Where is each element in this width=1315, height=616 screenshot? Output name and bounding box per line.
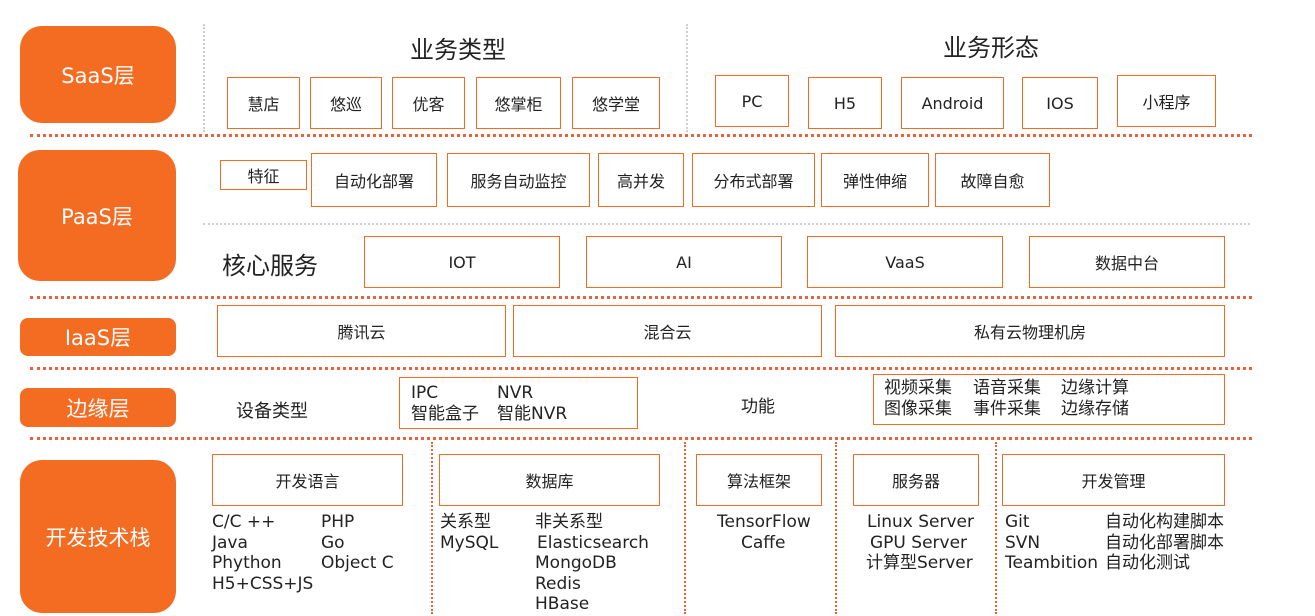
layer-iaas: IaaS层 [20,318,176,356]
layer-paas-label: PaaS层 [61,204,133,229]
feature-box: 故障自愈 [935,153,1050,207]
devmgmt-item: 自动化构建脚本 [1105,512,1224,532]
devmgmt-item: SVN [1005,533,1041,553]
business-form-box: IOS [1022,77,1098,129]
separator-edge-dev [30,437,1252,440]
database-item: Redis [535,574,581,594]
device-list-box: IPC NVR 智能盒子 智能NVR [399,377,638,429]
features-label: 特征 [220,160,307,190]
devmgmt-item: Teambition [1005,553,1099,573]
feature-box: 服务自动监控 [447,153,590,207]
dev-server-title: 服务器 [853,454,979,506]
business-form-box: H5 [808,77,882,129]
business-type-box: 优客 [392,77,465,129]
business-type-box: 悠掌柜 [476,77,561,129]
language-item: Phython [212,553,282,573]
core-service-box: IOT [364,236,560,288]
divider-dev-3 [835,442,837,614]
divider-dev-1 [431,442,433,614]
devmgmt-item: 自动化部署脚本 [1105,533,1224,553]
divider-paas-row [203,223,1250,225]
layer-dev-label: 开发技术栈 [45,525,151,550]
dev-management-title: 开发管理 [1002,454,1225,506]
separator-iaas-edge [30,367,1252,370]
core-service-box: AI [586,236,782,288]
core-service-box: 数据中台 [1029,236,1225,288]
core-services-label: 核心服务 [222,252,318,280]
database-item: 非关系型 [535,512,603,532]
business-type-box: 悠学堂 [572,77,660,129]
business-form-box: Android [901,77,1004,129]
feature-box: 高并发 [598,153,684,207]
function-list-box: 视频采集 语音采集 边缘计算 图像采集 事件采集 边缘存储 [873,374,1225,425]
layer-edge-label: 边缘层 [66,396,130,421]
business-forms-title: 业务形态 [943,34,1039,62]
feature-box: 弹性伸缩 [821,153,929,207]
database-item: 关系型 [440,512,491,532]
layer-saas-label: SaaS层 [61,63,135,88]
dev-database-title: 数据库 [439,454,660,506]
dev-languages-title: 开发语言 [212,454,403,506]
server-item: 计算型Server [866,553,973,573]
language-item: C/C ++ [212,512,276,532]
layer-iaas-label: IaaS层 [64,326,132,350]
database-item: MongoDB [535,553,617,573]
algorithm-item: TensorFlow [717,512,811,532]
server-item: Linux Server [867,512,974,532]
separator-paas-iaas [30,296,1252,299]
feature-box: 自动化部署 [311,153,437,207]
device-type-label: 设备类型 [236,401,308,422]
database-item: HBase [535,594,590,614]
devmgmt-item: 自动化测试 [1105,553,1190,573]
feature-box: 分布式部署 [692,153,815,207]
database-item: Elasticsearch [537,533,649,553]
language-item: Java [212,533,248,553]
layer-paas: PaaS层 [18,150,176,281]
business-form-box: PC [715,75,789,127]
server-item: GPU Server [870,533,968,553]
language-item: H5+CSS+JS [212,574,314,594]
dev-algorithm-title: 算法框架 [696,454,822,506]
language-item: Object C [321,553,394,573]
language-item: Go [321,533,345,553]
divider-saas-middle [686,24,688,132]
business-types-title: 业务类型 [410,36,506,64]
algorithm-item: Caffe [741,533,786,553]
iaas-box: 私有云物理机房 [835,305,1225,357]
database-item: MySQL [440,533,499,553]
layer-dev-stack: 开发技术栈 [20,460,176,613]
iaas-box: 腾讯云 [217,305,506,357]
business-form-box: 小程序 [1117,75,1216,127]
divider-dev-2 [684,442,686,614]
separator-saas-paas [30,134,1252,137]
layer-saas: SaaS层 [20,26,176,123]
layer-edge: 边缘层 [20,388,176,427]
iaas-box: 混合云 [513,305,822,357]
function-label: 功能 [741,397,775,417]
devmgmt-item: Git [1005,512,1030,532]
business-type-box: 慧店 [227,77,300,129]
business-type-box: 悠巡 [310,77,382,129]
core-service-box: VaaS [807,236,1003,288]
language-item: PHP [321,512,355,532]
divider-dev-4 [995,442,997,614]
divider-saas-left [203,24,205,132]
